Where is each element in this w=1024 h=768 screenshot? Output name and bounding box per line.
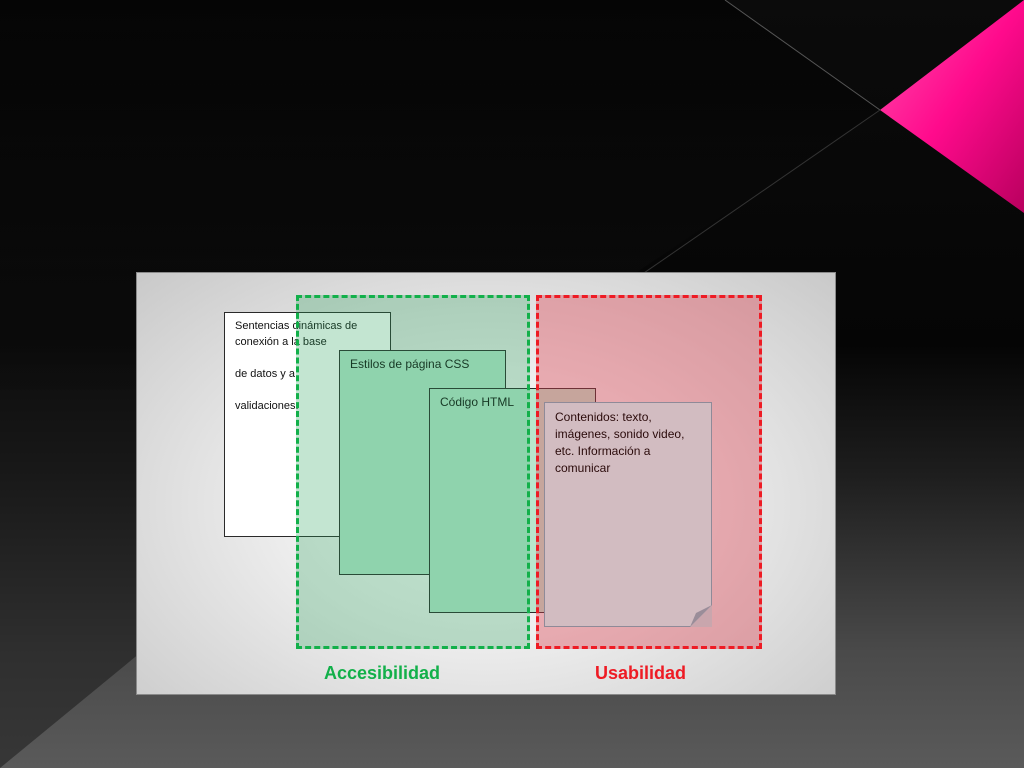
content-document: Contenidos: texto, imágenes, sonido vide…	[544, 402, 712, 627]
css-styles-label: Estilos de página CSS	[350, 357, 470, 371]
content-label: Contenidos: texto, imágenes, sonido vide…	[555, 410, 685, 475]
server-logic-text-3: validaciones.	[235, 400, 299, 412]
page-curl-icon	[690, 605, 712, 627]
accessibility-label: Accesibilidad	[324, 663, 441, 683]
pink-accent-triangle	[880, 0, 1024, 213]
accessibility-zone	[296, 295, 530, 649]
server-logic-text-2: de datos y a	[235, 368, 295, 380]
html-code-label: Código HTML	[440, 395, 515, 409]
diagonal-line	[724, 0, 881, 111]
web-layers-diagram: Sentencias dinámicas de conexión a la ba…	[136, 272, 836, 695]
usability-label: Usabilidad	[595, 663, 687, 683]
